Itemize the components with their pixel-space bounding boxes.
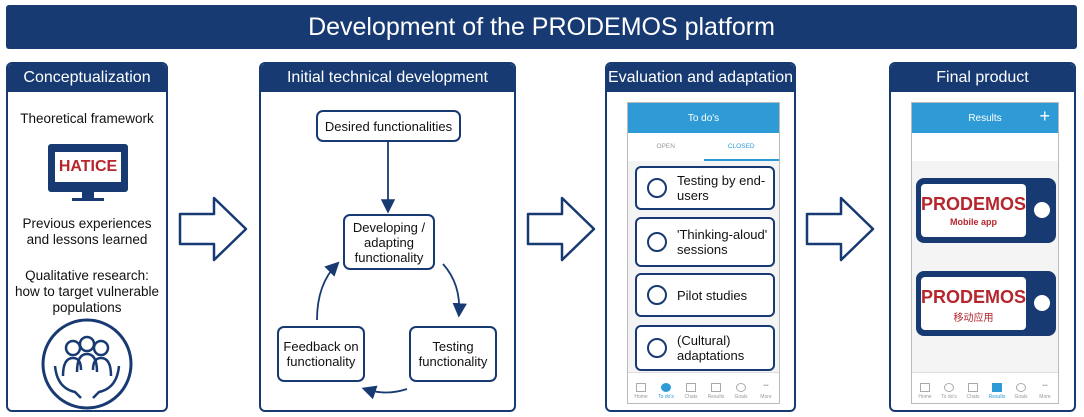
- nav-more[interactable]: •••More: [760, 383, 772, 400]
- nav-results[interactable]: Results: [984, 383, 1010, 400]
- more-icon: •••: [1042, 383, 1048, 389]
- prodemos-card: PRODEMOS 移动应用: [916, 271, 1056, 336]
- people-in-hands-icon: [41, 318, 133, 410]
- target-icon: [736, 383, 746, 392]
- task-label: 'Thinking-aloud' sessions: [677, 227, 768, 257]
- monitor-icon: HATICE: [48, 144, 128, 204]
- nav-home[interactable]: Home: [912, 383, 938, 400]
- previous-experiences-text: Previous experiences and lessons learned: [22, 216, 152, 247]
- todo-app-screen: To do's OPEN CLOSED Testing by end-users…: [627, 102, 780, 404]
- nav-goals[interactable]: Goals: [728, 383, 754, 400]
- prodemos-brand: PRODEMOS: [921, 287, 1027, 307]
- home-icon: [636, 383, 646, 392]
- check-circle-icon: [647, 285, 667, 305]
- check-icon: [661, 383, 671, 392]
- prodemos-brand: PRODEMOS: [921, 194, 1027, 214]
- results-app-screen: Results + PRODEMOS Mobile app PRODEMOS 移…: [911, 102, 1059, 404]
- results-title: Results: [968, 112, 1002, 124]
- more-icon: •••: [763, 383, 769, 389]
- arrow-right-icon: [178, 196, 248, 262]
- prodemos-subtitle: Mobile app: [950, 217, 997, 227]
- check-circle-icon: [647, 338, 667, 358]
- nav-todos[interactable]: To do's: [936, 383, 962, 400]
- chat-icon: [968, 383, 978, 392]
- main-title: Development of the PRODEMOS platform: [6, 5, 1077, 49]
- task-label: (Cultural) adaptations: [677, 333, 745, 363]
- plus-icon[interactable]: +: [1039, 106, 1050, 126]
- nav-more[interactable]: •••More: [1039, 383, 1051, 400]
- toggle-knob-icon: [1034, 202, 1050, 218]
- conceptualization-header: Conceptualization: [8, 64, 166, 92]
- developing-functionality-box: Developing / adapting functionality: [343, 214, 435, 270]
- desired-functionalities-box: Desired functionalities: [316, 110, 461, 142]
- conceptualization-panel: Conceptualization Theoretical framework …: [6, 62, 168, 412]
- check-icon: [944, 383, 954, 392]
- task-label: Testing by end-users: [677, 173, 766, 203]
- prodemos-subtitle: 移动应用: [953, 313, 994, 324]
- bottom-nav: Home To do's Chats Results Goals •••More: [912, 372, 1058, 403]
- task-item[interactable]: 'Thinking-aloud' sessions: [635, 217, 775, 267]
- prodemos-card: PRODEMOS Mobile app: [916, 178, 1056, 243]
- evaluation-header: Evaluation and adaptation: [607, 64, 794, 92]
- evaluation-panel: Evaluation and adaptation To do's OPEN C…: [605, 62, 796, 412]
- feedback-functionality-box: Feedback on functionality: [277, 326, 365, 382]
- testing-functionality-box: Testing functionality: [409, 326, 497, 382]
- nav-goals[interactable]: Goals: [1008, 383, 1034, 400]
- final-product-header: Final product: [891, 64, 1074, 92]
- toggle-knob-icon: [1034, 295, 1050, 311]
- nav-chats[interactable]: Chats: [960, 383, 986, 400]
- bar-chart-icon: [711, 383, 721, 392]
- check-circle-icon: [647, 232, 667, 252]
- tab-closed[interactable]: CLOSED: [727, 143, 755, 150]
- todo-tabs: OPEN CLOSED: [628, 133, 779, 161]
- todo-app-bar: To do's: [628, 103, 779, 133]
- task-item[interactable]: Pilot studies: [635, 273, 775, 317]
- final-product-panel: Final product Results + PRODEMOS Mobile …: [889, 62, 1076, 412]
- task-item[interactable]: (Cultural) adaptations: [635, 325, 775, 371]
- nav-todos[interactable]: To do's: [653, 383, 679, 400]
- check-circle-icon: [647, 178, 667, 198]
- nav-chats[interactable]: Chats: [678, 383, 704, 400]
- tab-open[interactable]: OPEN: [656, 143, 675, 150]
- bar-chart-icon: [992, 383, 1002, 392]
- nav-results[interactable]: Results: [703, 383, 729, 400]
- technical-development-header: Initial technical development: [261, 64, 514, 92]
- task-item[interactable]: Testing by end-users: [635, 166, 775, 210]
- target-icon: [1016, 383, 1026, 392]
- technical-development-panel: Initial technical development Desired fu…: [259, 62, 516, 412]
- home-icon: [920, 383, 930, 392]
- results-app-bar: Results +: [912, 103, 1058, 133]
- arrow-right-icon: [805, 196, 875, 262]
- chat-icon: [686, 383, 696, 392]
- cycle-arrows: [316, 142, 467, 400]
- task-label: Pilot studies: [677, 288, 748, 303]
- bottom-nav: Home To do's Chats Results Goals •••More: [628, 372, 779, 403]
- hatice-label: HATICE: [55, 152, 121, 182]
- nav-home[interactable]: Home: [628, 383, 654, 400]
- theoretical-framework-text: Theoretical framework: [20, 111, 154, 126]
- qualitative-research-text: Qualitative research: how to target vuln…: [14, 268, 160, 315]
- arrow-right-icon: [526, 196, 596, 262]
